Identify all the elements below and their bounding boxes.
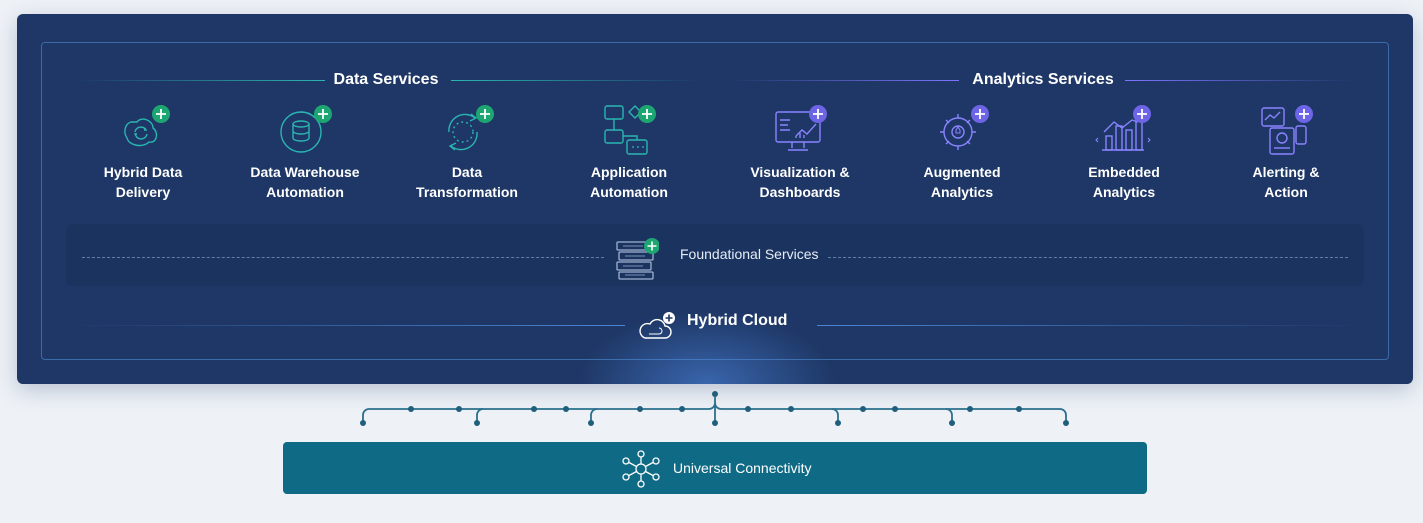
- service-label-line2: Transformation: [416, 184, 518, 200]
- service-alerting-action[interactable]: Alerting & Action: [1211, 102, 1361, 202]
- application-automation-icon: [599, 102, 659, 158]
- data-warehouse-icon: [275, 102, 335, 158]
- augmented-analytics-icon: [932, 102, 992, 158]
- service-label-line2: Delivery: [115, 184, 171, 200]
- foundational-dash-left: [82, 257, 604, 258]
- foundational-services-band: Foundational Services: [66, 224, 1364, 286]
- service-label-line2: Automation: [266, 184, 344, 200]
- service-label-line2: Automation: [590, 184, 668, 200]
- universal-connectivity-label: Universal Connectivity: [673, 460, 812, 476]
- universal-connectivity-bar: Universal Connectivity: [283, 442, 1147, 494]
- data-services-rule-left: [75, 80, 325, 81]
- service-label-line2: Dashboards: [759, 184, 841, 200]
- service-label-line1: Visualization &: [750, 164, 850, 180]
- foundational-dash-right: [828, 257, 1348, 258]
- embedded-analytics-icon: [1094, 102, 1154, 158]
- service-label-line1: Augmented: [923, 164, 1001, 180]
- service-label-line1: Hybrid Data: [103, 164, 183, 180]
- hybrid-cloud-line-right: [817, 325, 1367, 326]
- cloud-plus-icon: [637, 310, 677, 342]
- hybrid-cloud-label: Hybrid Cloud: [687, 312, 788, 329]
- alerting-icon: [1256, 102, 1316, 158]
- dashboard-icon: [770, 102, 830, 158]
- service-label-line1: Data Warehouse: [250, 164, 360, 180]
- service-label-line2: Action: [1264, 184, 1308, 200]
- analytics-services-rule-left: [729, 80, 959, 81]
- service-label-line1: Application: [590, 164, 668, 180]
- connector-bus: [360, 391, 1069, 426]
- stacked-books-icon: [615, 234, 660, 280]
- service-label-line2: Analytics: [930, 184, 994, 200]
- data-transformation-icon: [437, 102, 497, 158]
- service-label-line1: Alerting &: [1252, 164, 1320, 180]
- platform-panel: Data Services Analytics Services Hybrid …: [17, 14, 1413, 384]
- service-label-line2: Analytics: [1092, 184, 1156, 200]
- network-hub-icon: [621, 450, 661, 488]
- analytics-services-title: Analytics Services: [972, 71, 1114, 88]
- hybrid-data-delivery-icon: [113, 102, 173, 158]
- hybrid-cloud-line-left: [65, 325, 625, 326]
- service-label-line1: Data: [451, 164, 483, 180]
- data-services-title: Data Services: [333, 71, 439, 88]
- data-services-rule-right: [451, 80, 701, 81]
- hybrid-cloud-glow: [577, 310, 837, 384]
- service-label-line1: Embedded: [1088, 164, 1160, 180]
- service-visualization-dashboards[interactable]: Visualization & Dashboards: [725, 102, 875, 202]
- analytics-services-rule-right: [1125, 80, 1355, 81]
- foundational-services-label: Foundational Services: [680, 246, 819, 262]
